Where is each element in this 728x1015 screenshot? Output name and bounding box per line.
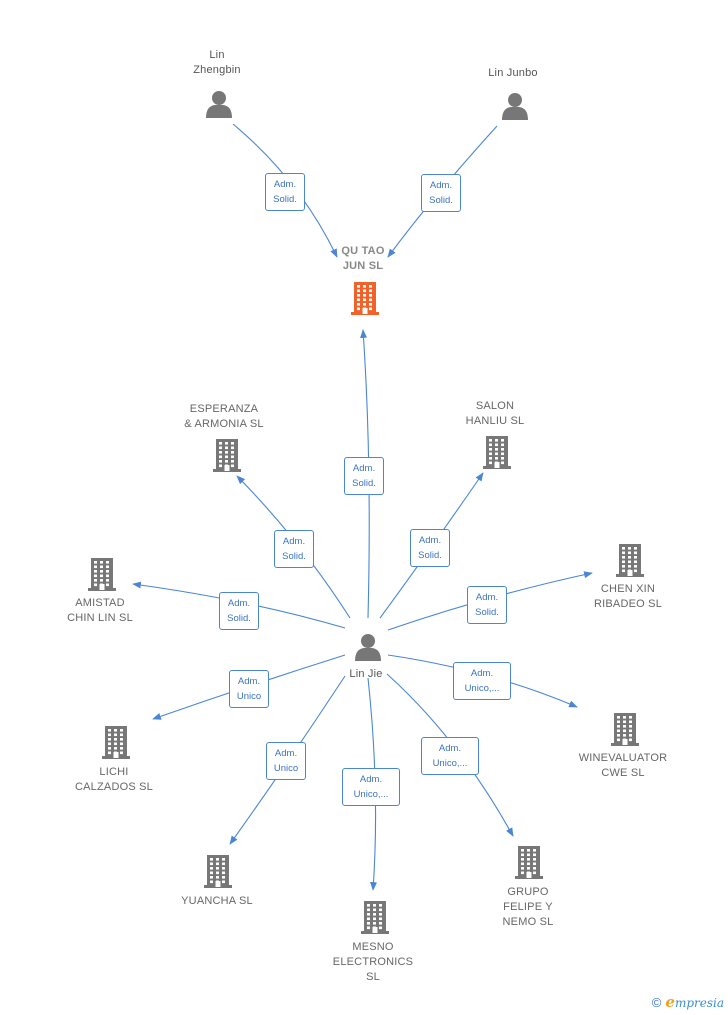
edge-label-salon[interactable]: Adm. Solid. [410, 529, 450, 567]
edge-label-yuancha[interactable]: Adm. Unico [266, 742, 306, 780]
edge-label-qu_tao[interactable]: Adm. Solid. [265, 173, 305, 211]
building-icon[interactable] [512, 844, 546, 885]
edge-label-lichi[interactable]: Adm. Unico [229, 670, 269, 708]
node-label-amistad[interactable]: AMISTAD CHIN LIN SL [67, 597, 133, 624]
building-icon[interactable] [348, 280, 382, 321]
edge-label-qu_tao[interactable]: Adm. Solid. [421, 174, 461, 212]
edge-label-chen_xin[interactable]: Adm. Solid. [467, 586, 507, 624]
edge-label-mesno[interactable]: Adm. Unico,... [342, 768, 400, 806]
node-label-lichi[interactable]: LICHI CALZADOS SL [74, 766, 154, 793]
building-icon[interactable] [99, 724, 133, 765]
building-icon[interactable] [358, 899, 392, 940]
person-icon[interactable] [353, 632, 383, 667]
node-label-esperanza[interactable]: ESPERANZA & ARMONIA SL [184, 403, 264, 430]
node-label-lin-junbo[interactable]: Lin Junbo [488, 67, 538, 79]
building-icon[interactable] [480, 434, 514, 475]
building-icon[interactable] [608, 711, 642, 752]
node-label-grupo[interactable]: GRUPO FELIPE Y NEMO SL [502, 886, 554, 928]
building-icon[interactable] [210, 437, 244, 478]
node-label-mesno[interactable]: MESNO ELECTRONICS SL [332, 941, 414, 983]
copyright-icon: © [651, 994, 662, 1010]
node-label-salon[interactable]: SALON HANLIU SL [465, 400, 525, 427]
building-icon[interactable] [201, 853, 235, 894]
node-label-lin-zhengbin[interactable]: Lin Zhengbin [193, 49, 241, 76]
building-icon[interactable] [85, 556, 119, 597]
node-label-qu-tao[interactable]: QU TAO JUN SL [341, 245, 385, 272]
edge-label-amistad[interactable]: Adm. Solid. [219, 592, 259, 630]
building-icon[interactable] [613, 542, 647, 583]
node-label-lin-jie[interactable]: Lin Jie [349, 668, 383, 680]
edge-label-qu_tao[interactable]: Adm. Solid. [344, 457, 384, 495]
edge-label-esperanza[interactable]: Adm. Solid. [274, 530, 314, 568]
person-icon[interactable] [500, 91, 530, 126]
edge-label-grupo[interactable]: Adm. Unico,... [421, 737, 479, 775]
node-label-yuancha[interactable]: YUANCHA SL [181, 895, 253, 907]
node-label-chen-xin[interactable]: CHEN XIN RIBADEO SL [593, 583, 663, 610]
footer-brand[interactable]: © empresia [652, 993, 724, 1011]
person-icon[interactable] [204, 89, 234, 124]
node-label-winevaluator[interactable]: WINEVALUATOR CWE SL [578, 752, 668, 779]
edge-label-winevaluator[interactable]: Adm. Unico,... [453, 662, 511, 700]
empresia-logo: empresia [665, 993, 724, 1011]
